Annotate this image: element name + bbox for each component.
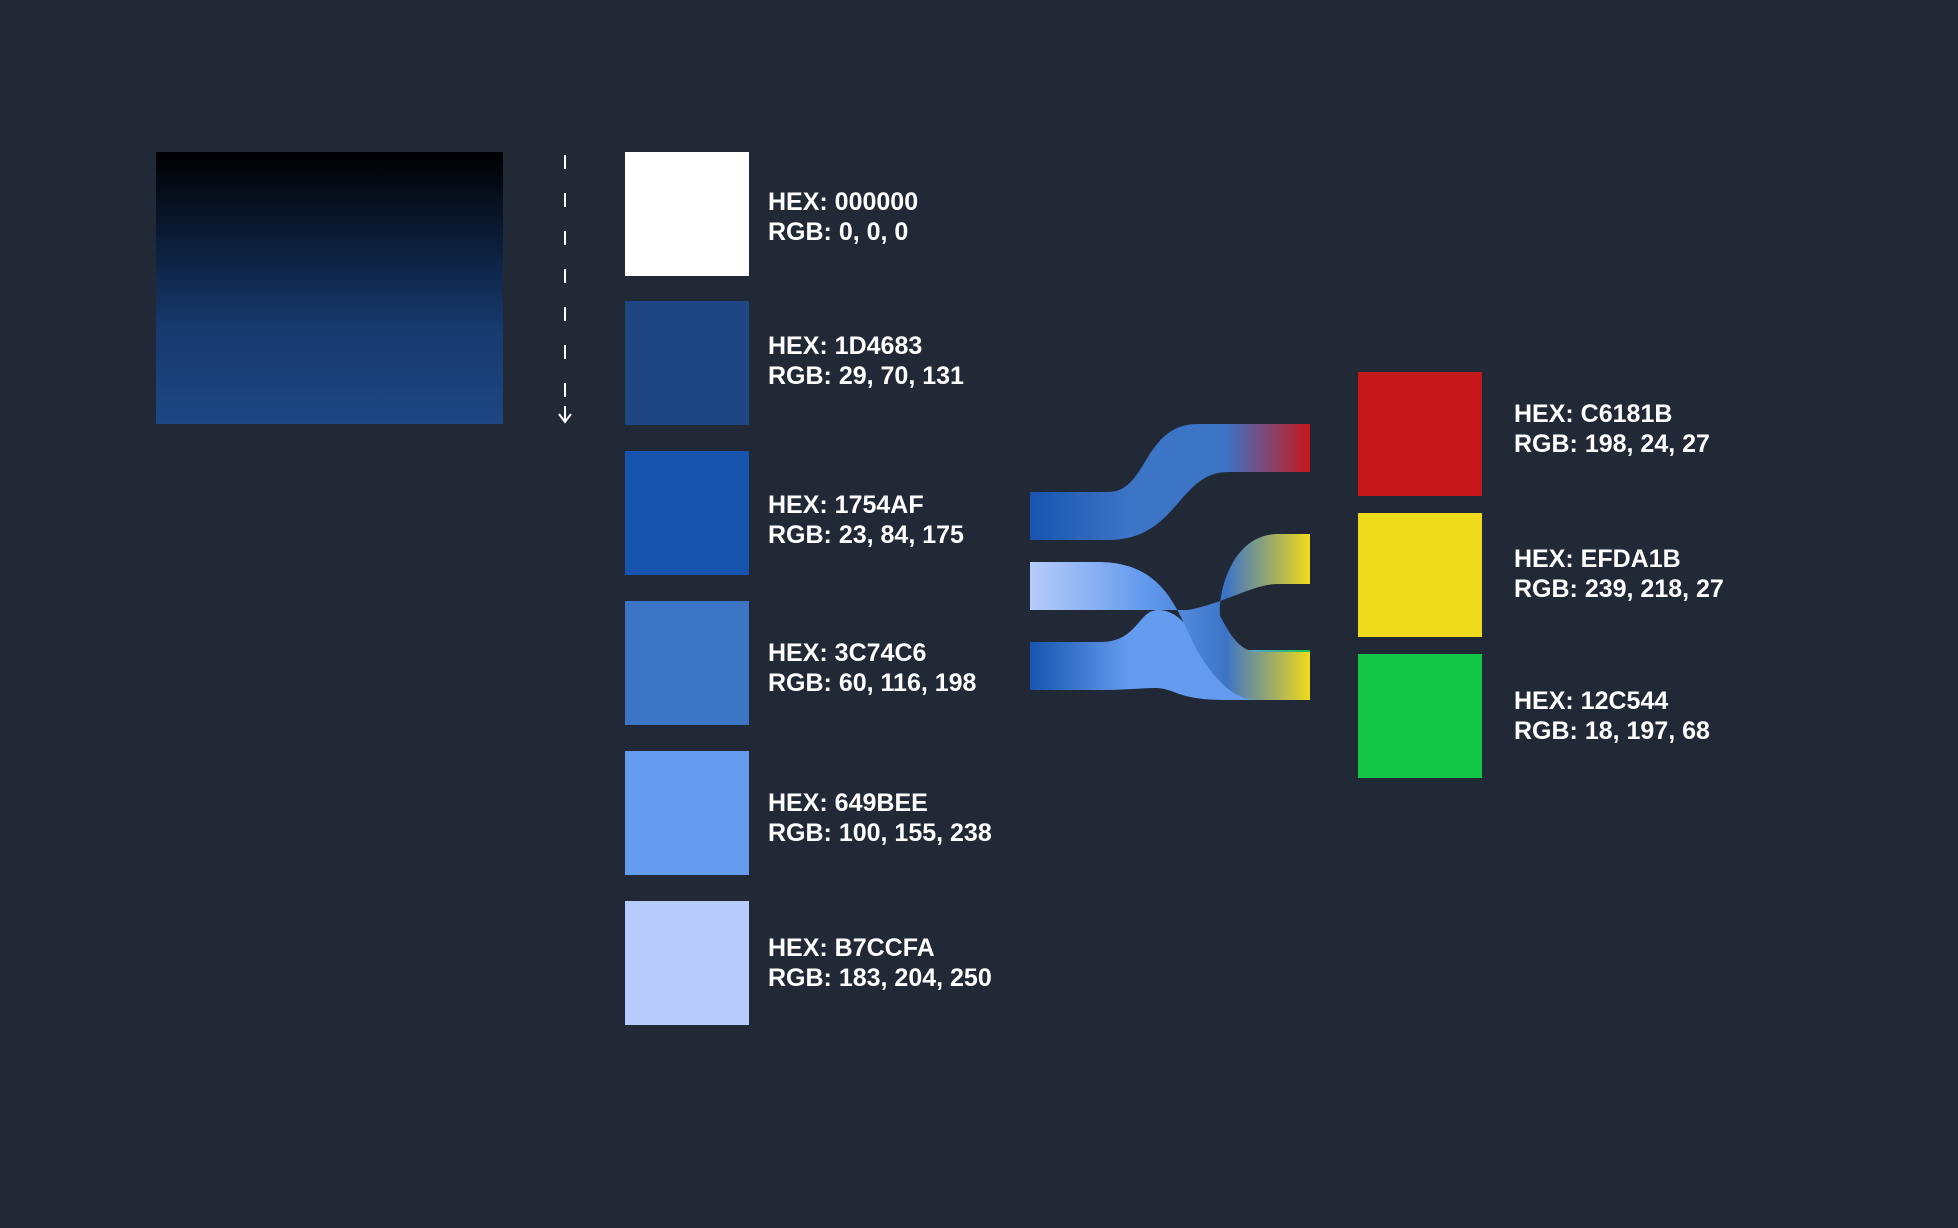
hex-label: HEX: 12C544 (1514, 687, 1669, 715)
swatch-1754af-label: HEX: 1754AF RGB: 23, 84, 175 (768, 490, 964, 550)
swatch-white (625, 152, 749, 276)
swatch-b7ccfa-label: HEX: B7CCFA RGB: 183, 204, 250 (768, 933, 992, 993)
swatch-1d4683 (625, 301, 749, 425)
swatch-3c74c6 (625, 601, 749, 725)
rgb-label: RGB: 18, 197, 68 (1514, 717, 1710, 745)
hex-label: HEX: 1754AF (768, 491, 924, 519)
hex-label: HEX: B7CCFA (768, 934, 935, 962)
swatch-1d4683-label: HEX: 1D4683 RGB: 29, 70, 131 (768, 331, 964, 391)
rgb-label: RGB: 239, 218, 27 (1514, 575, 1724, 603)
hex-label: HEX: 1D4683 (768, 332, 923, 360)
flow-band-yellow (1030, 534, 1310, 700)
swatch-1754af (625, 451, 749, 575)
hex-label: HEX: 000000 (768, 188, 919, 216)
rgb-label: RGB: 183, 204, 250 (768, 964, 992, 992)
color-flow-connector (1030, 424, 1310, 700)
flow-band-red (1030, 424, 1310, 540)
swatch-green-label: HEX: 12C544 RGB: 18, 197, 68 (1514, 686, 1710, 746)
swatch-3c74c6-label: HEX: 3C74C6 RGB: 60, 116, 198 (768, 638, 976, 698)
rgb-label: RGB: 23, 84, 175 (768, 521, 964, 549)
rgb-label: RGB: 29, 70, 131 (768, 362, 964, 390)
swatch-649bee (625, 751, 749, 875)
dashed-down-arrow-icon (558, 155, 572, 424)
swatch-yellow-label: HEX: EFDA1B RGB: 239, 218, 27 (1514, 544, 1724, 604)
rgb-label: RGB: 198, 24, 27 (1514, 430, 1710, 458)
swatch-red-label: HEX: C6181B RGB: 198, 24, 27 (1514, 399, 1710, 459)
hex-label: HEX: EFDA1B (1514, 545, 1681, 573)
hex-label: HEX: C6181B (1514, 400, 1673, 428)
hex-label: HEX: 649BEE (768, 789, 928, 817)
hex-label: HEX: 3C74C6 (768, 639, 927, 667)
swatch-red (1358, 372, 1482, 496)
rgb-label: RGB: 0, 0, 0 (768, 218, 909, 246)
swatch-b7ccfa (625, 901, 749, 1025)
swatch-white-label: HEX: 000000 RGB: 0, 0, 0 (768, 187, 918, 247)
rgb-label: RGB: 60, 116, 198 (768, 669, 977, 697)
rgb-label: RGB: 100, 155, 238 (768, 819, 992, 847)
swatch-green (1358, 654, 1482, 778)
gradient-preview (156, 152, 503, 424)
swatch-649bee-label: HEX: 649BEE RGB: 100, 155, 238 (768, 788, 992, 848)
swatch-yellow (1358, 513, 1482, 637)
